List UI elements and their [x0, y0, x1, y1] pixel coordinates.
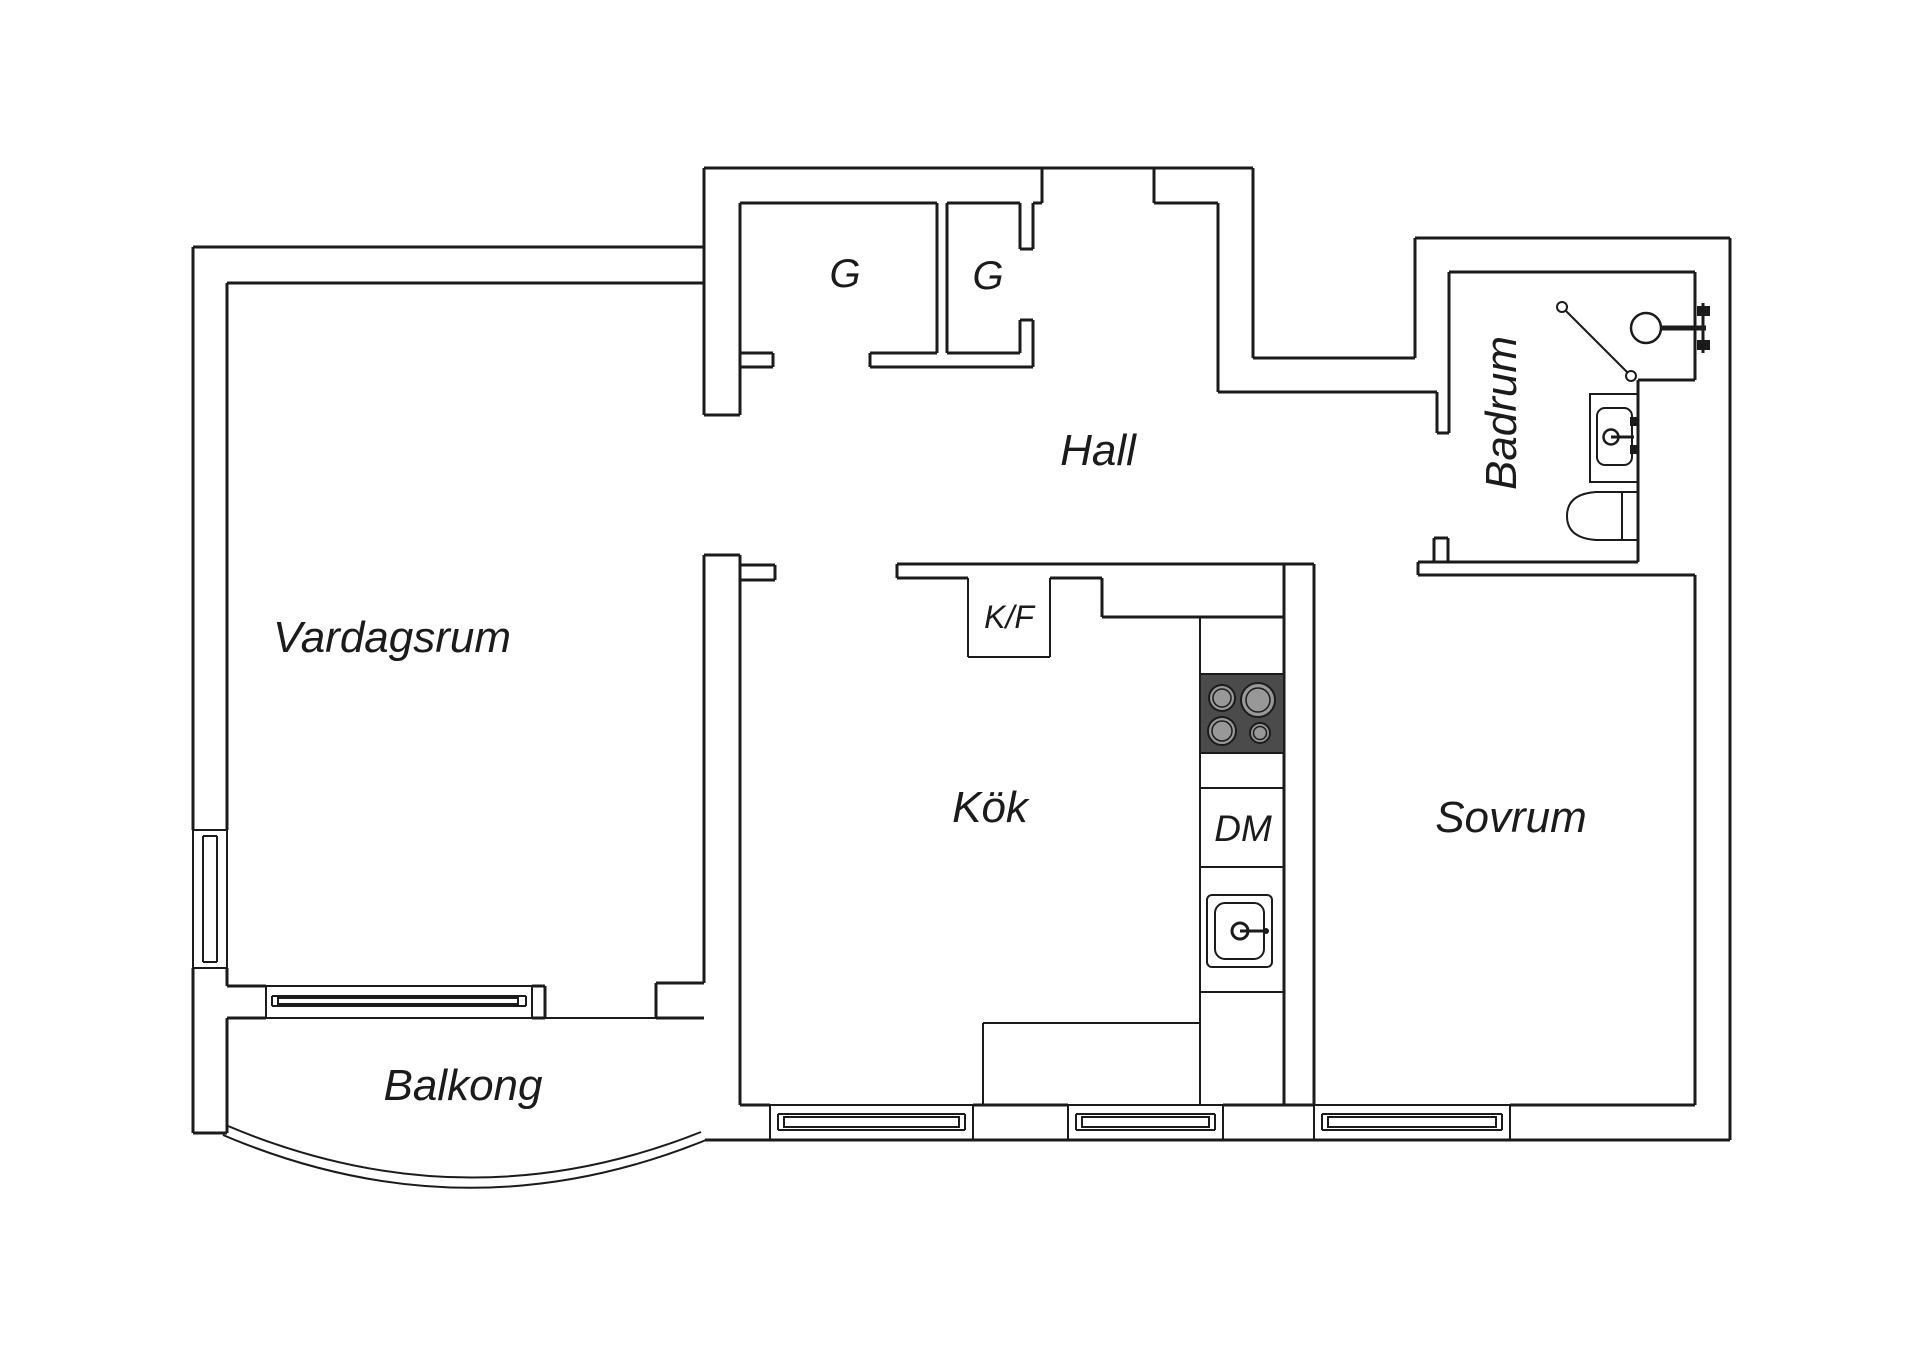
- living-room-west-window: [192, 829, 228, 969]
- shower-icon: [1556, 301, 1710, 382]
- radiator-glyph: [783, 1116, 960, 1128]
- room-labels: Vardagsrum Hall Kök Sovrum Balkong Badru…: [273, 252, 1587, 1110]
- label-living-room: Vardagsrum: [273, 613, 511, 662]
- label-bedroom: Sovrum: [1435, 793, 1587, 842]
- label-dishwasher: DM: [1214, 808, 1272, 849]
- closet-walls: [738, 168, 1437, 415]
- label-hall: Hall: [1060, 426, 1137, 475]
- label-balcony: Balkong: [383, 1061, 543, 1110]
- label-bathroom: Badrum: [1477, 336, 1526, 490]
- living-room-south-window: [265, 985, 533, 1019]
- radiator-glyph: [1327, 1116, 1497, 1128]
- radiator-glyph: [277, 997, 519, 1005]
- kitchen-lower-counter: [982, 1022, 1200, 1105]
- fridge-freezer-box: [967, 578, 1051, 658]
- bedroom-window: [1313, 1104, 1511, 1140]
- kitchen-window-1: [769, 1104, 974, 1140]
- kitchen-sink-icon: [1206, 894, 1273, 968]
- exterior-walls: [191, 166, 1732, 1142]
- kitchen-window-2: [1067, 1104, 1224, 1140]
- toilet-icon: [1565, 491, 1639, 541]
- stove-icon: [1199, 673, 1285, 754]
- label-fridge-freezer: K/F: [984, 599, 1036, 635]
- south-wall-and-windows: [740, 1103, 1695, 1140]
- radiator-glyph: [1081, 1116, 1210, 1128]
- label-closet-left: G: [829, 252, 860, 296]
- label-closet-right: G: [972, 254, 1003, 298]
- label-kitchen: Kök: [952, 783, 1030, 832]
- balcony-railing-arc: [222, 1125, 707, 1189]
- bathroom-sink-icon: [1589, 393, 1639, 483]
- living-room-south-wall: [227, 981, 704, 1020]
- kitchen-counter-column: [982, 617, 1285, 1105]
- bedroom-north-wall: [1416, 536, 1697, 1105]
- kitchen-north-wall: [895, 562, 1316, 1105]
- kitchen-west-wall: [702, 413, 777, 1105]
